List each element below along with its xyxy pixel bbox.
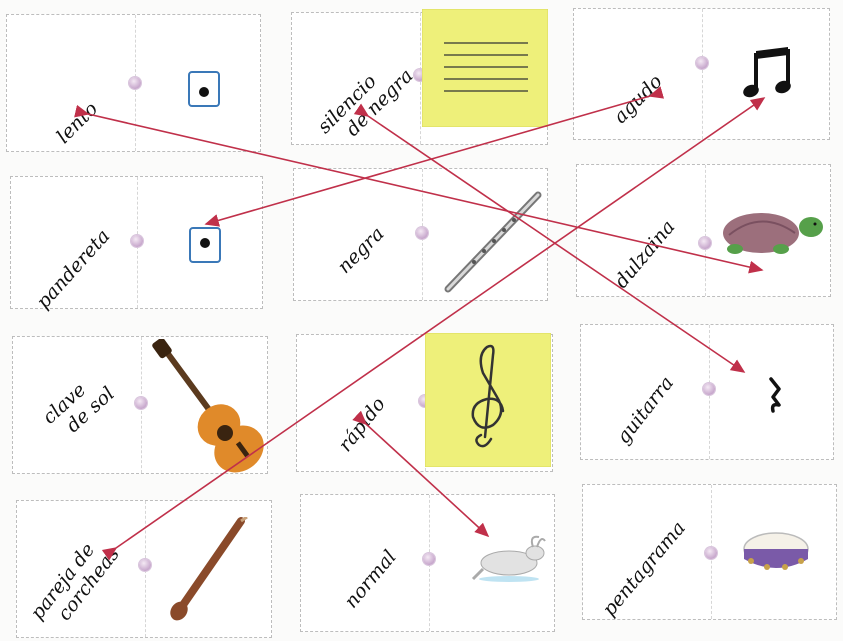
yellow-staff-icon [422, 9, 548, 131]
card-rapido: rápido [296, 334, 553, 472]
eighth-notes-icon [742, 45, 796, 105]
hare-icon [469, 533, 547, 589]
word-silencio-de-negra: silencio de negra [314, 50, 418, 154]
word-pandereta: pandereta [33, 226, 115, 314]
word-pentagrama: pentagrama [599, 518, 691, 621]
card-lento: lento [6, 14, 261, 152]
dot-symbol-icon [189, 227, 221, 267]
card-clave-de-sol: clave de sol [12, 336, 268, 474]
dot-symbol-icon [188, 71, 220, 111]
guitar-icon [149, 339, 269, 477]
word-lento: lento [53, 99, 103, 149]
word-guitarra: guitarra [613, 373, 679, 449]
card-normal: normal [300, 494, 555, 632]
word-agudo: agudo [610, 71, 667, 128]
treble-clef-icon [425, 333, 551, 471]
dulzaina-icon [163, 517, 253, 625]
card-agudo: agudo [573, 8, 830, 140]
turtle-icon [715, 205, 827, 259]
flute-icon [444, 189, 544, 297]
word-normal: normal [341, 547, 402, 613]
word-clave-de-sol: clave de sol [39, 367, 119, 445]
card-pentagrama: pentagrama [582, 484, 837, 620]
card-pareja-de-corcheas: pareja de corcheas [16, 500, 272, 638]
word-rapido: rápido [335, 394, 391, 457]
word-negra: negra [334, 223, 389, 278]
card-silencio-de-negra: silencio de negra [291, 12, 548, 145]
tambourine-icon [741, 527, 811, 581]
word-pareja-de-corcheas: pareja de corcheas [27, 530, 124, 638]
card-pandereta: pandereta [10, 176, 263, 309]
card-dulzaina: dulzaina [576, 164, 831, 297]
word-dulzaina: dulzaina [611, 217, 680, 293]
card-guitarra: guitarra [580, 324, 834, 460]
quarter-rest-icon [765, 377, 785, 419]
card-negra: negra [293, 168, 548, 301]
